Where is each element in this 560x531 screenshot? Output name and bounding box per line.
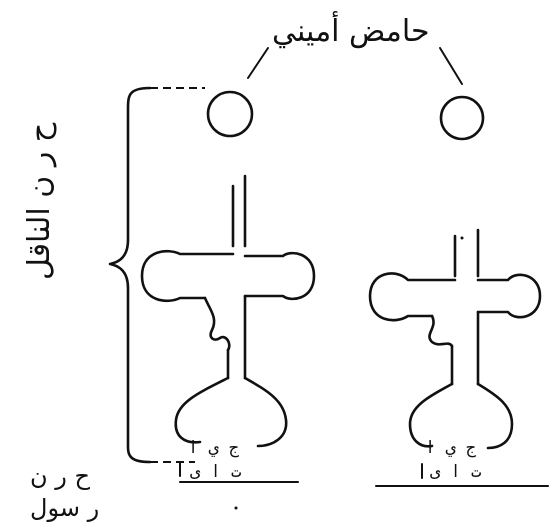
messenger-label: ر سول: [30, 494, 100, 522]
anticodon-left: ج ي ا: [188, 438, 240, 458]
trna-right-variable-loop: [428, 314, 454, 348]
anticodon-right: ج ي ا: [425, 438, 477, 458]
amino-acid-pointer-left: [247, 47, 269, 79]
trna-right-anticodon-loop: [408, 382, 514, 450]
scan-dot-2: [234, 506, 238, 510]
trna-right-left-arm: [368, 272, 457, 322]
trna-right-right-arm: [476, 273, 542, 319]
trna-left-variable-loop: [203, 296, 231, 352]
carrier-rna-label: ح ر ن الناقل: [22, 122, 57, 280]
trna-left-left-arm: [140, 249, 235, 303]
scan-dot: [460, 236, 464, 240]
carrier-brace: [108, 86, 152, 464]
trna-left-anticodon-loop: [174, 376, 288, 448]
amino-acid-label: حامض أميني: [272, 14, 430, 49]
trna-left: [140, 174, 316, 448]
codon-right: ت ا ى: [430, 462, 482, 482]
mrna-label: ح ر ن: [30, 462, 90, 490]
trna-left-acceptor-stem: [231, 174, 247, 248]
codon-left: ت ا ى: [190, 462, 242, 482]
amino-acid-circle-right: [439, 95, 485, 141]
trna-right: [368, 228, 542, 450]
amino-acid-pointer-right: [439, 47, 463, 85]
amino-acid-circle-left: [206, 90, 254, 138]
trna-left-right-arm: [243, 251, 316, 301]
trna-right-acceptor-stem: [453, 228, 480, 278]
